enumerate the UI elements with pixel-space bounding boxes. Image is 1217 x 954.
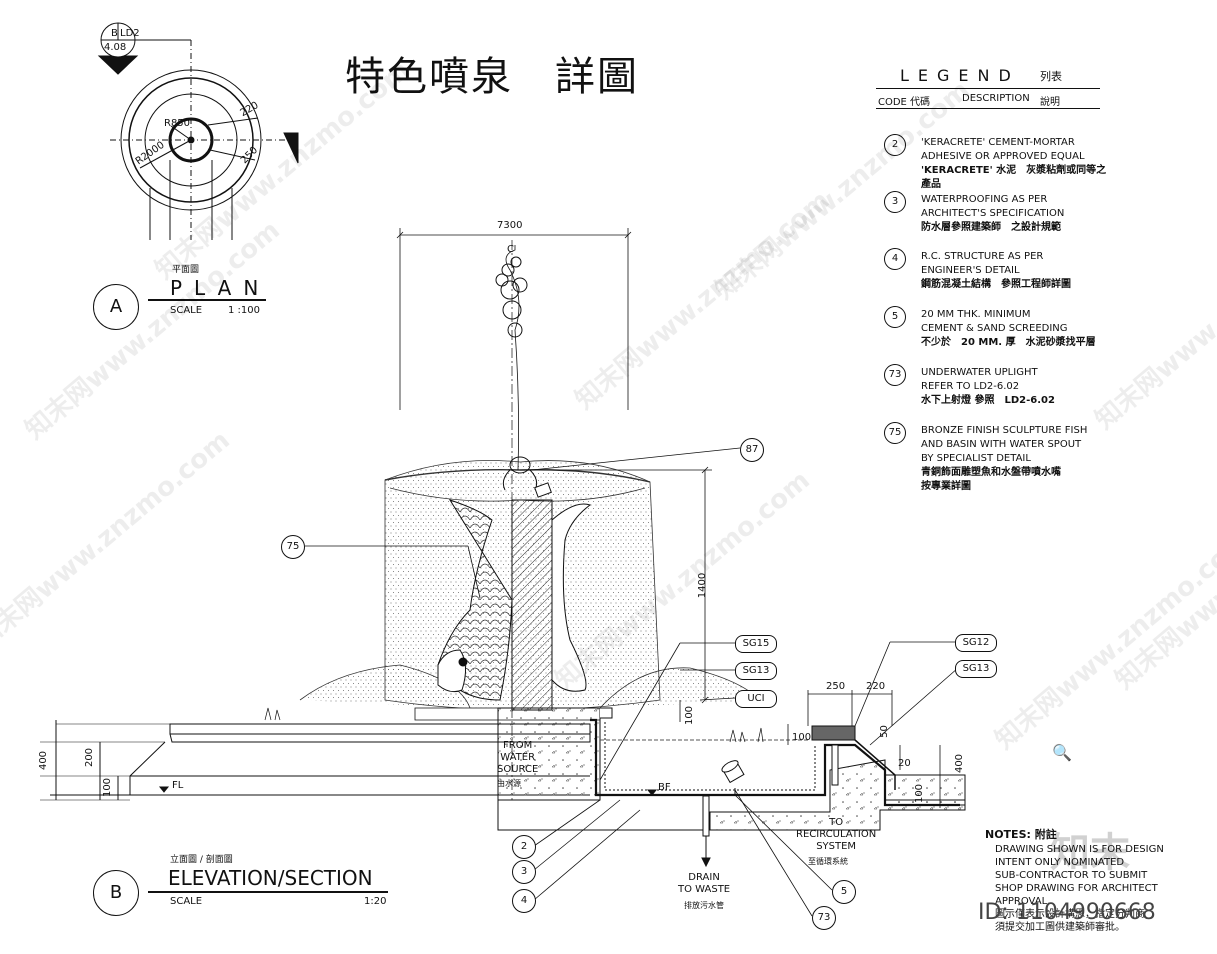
- callout-3: 3: [512, 860, 536, 884]
- watermark-logo: 知末: [1050, 830, 1130, 876]
- callout-73: 73: [812, 906, 836, 930]
- elevation-label-cn: 立面圖 / 剖面圖: [170, 855, 233, 865]
- capsule-sg15: SG15: [735, 635, 777, 653]
- sculpture-column: [437, 240, 592, 800]
- centerline-label: C: [507, 244, 514, 255]
- callout-2: 2: [512, 835, 536, 859]
- legend-code: 73: [884, 364, 906, 386]
- image-id: ID: 1104990668: [978, 900, 1156, 925]
- dim-7300: 7300: [497, 220, 523, 231]
- legend-desc-cn: 青銅飾面雕塑魚和水盤帶噴水嘴 按專業詳圖: [921, 467, 1061, 492]
- dim-basin-100a: 100: [684, 705, 696, 726]
- legend-desc-text: R.C. STRUCTURE AS PER ENGINEER'S DETAIL: [921, 251, 1044, 276]
- legend-rule-bottom: [876, 108, 1100, 109]
- dim-basin-220: 220: [866, 681, 886, 692]
- legend-desc-cn: 不少於 20 MM. 厚 水泥砂漿找平層: [921, 337, 1096, 348]
- dims-top: [396, 228, 712, 704]
- callout-75: 75: [281, 535, 305, 559]
- legend-desc-cn: 防水層參照建築師 之設計規範: [921, 222, 1061, 233]
- legend-code-header: CODE 代碼: [878, 97, 931, 108]
- legend-rule-top: [876, 88, 1100, 89]
- elevation-scale-value: 1:20: [364, 896, 387, 907]
- dim-left-100: 100: [102, 777, 114, 798]
- dim-basin-400: 400: [954, 753, 966, 774]
- legend-desc: BRONZE FINISH SCULPTURE FISH AND BASIN W…: [921, 424, 1087, 494]
- fl-label: FL: [172, 780, 184, 791]
- dim-basin-100b: 100: [792, 732, 812, 743]
- legend-desc-text: 'KERACRETE' CEMENT-MORTAR ADHESIVE OR AP…: [921, 137, 1085, 162]
- plan-scale-label: SCALE: [170, 305, 203, 316]
- capsule-sg13-right: SG13: [955, 660, 997, 678]
- legend-code: 4: [884, 248, 906, 270]
- plan-label-cn: 平面圖: [172, 265, 200, 275]
- notes-title: NOTES: 附註: [985, 828, 1057, 841]
- legend-desc-cn: 'KERACRETE' 水泥 灰漿粘劑或同等之產品: [921, 165, 1107, 190]
- to-recirculation-cn: 至循環系統: [808, 857, 848, 866]
- basin-dims: [679, 690, 941, 808]
- from-water-source-cn: 由水源: [497, 779, 521, 788]
- bf-label: BF: [658, 782, 671, 793]
- legend-code: 3: [884, 191, 906, 213]
- legend-desc: 'KERACRETE' CEMENT-MORTAR ADHESIVE OR AP…: [921, 136, 1114, 192]
- legend-desc-text: UNDERWATER UPLIGHT REFER TO LD2-6.02: [921, 367, 1038, 392]
- legend-desc-cn: 鋼筋混凝土結構 參照工程師詳圖: [921, 279, 1071, 290]
- legend-desc: UNDERWATER UPLIGHT REFER TO LD2-6.02 水下上…: [921, 366, 1055, 408]
- callout-5: 5: [832, 880, 856, 904]
- legend-title-cn: 列表: [1040, 70, 1062, 83]
- callout-87: 87: [740, 438, 764, 462]
- from-water-source-label: FROM WATER SOURCE: [497, 740, 539, 775]
- capsule-uci: UCI: [735, 690, 777, 708]
- legend-desc-header-cn: 說明: [1040, 97, 1060, 108]
- dim-basin-20: 20: [898, 758, 911, 769]
- legend-desc: 20 MM THK. MINIMUM CEMENT & SAND SCREEDI…: [921, 308, 1096, 350]
- legend-desc-cn: 水下上射燈 參照 LD2-6.02: [921, 395, 1055, 406]
- legend-code: 2: [884, 134, 906, 156]
- legend-desc-text: BRONZE FINISH SCULPTURE FISH AND BASIN W…: [921, 425, 1088, 464]
- plan-marker-sheet: LD2: [120, 28, 140, 39]
- elevation-view-circle: B: [93, 870, 139, 916]
- plan-scale-value: 1 :100: [228, 305, 260, 316]
- to-recirculation-label: TO RECIRCULATION SYSTEM: [796, 817, 877, 852]
- drain-to-waste-cn: 排放污水管: [684, 901, 724, 910]
- notes-text: DRAWING SHOWN IS FOR DESIGN INTENT ONLY …: [995, 844, 1164, 933]
- dim-left-200: 200: [84, 747, 96, 768]
- dim-basin-250: 250: [826, 681, 846, 692]
- basin-section: [264, 707, 966, 868]
- dim-left-400: 400: [38, 750, 50, 771]
- dim-basin-50: 50: [878, 725, 890, 738]
- magnify-icon[interactable]: 🔍: [1052, 743, 1072, 762]
- plan-view: [97, 22, 299, 301]
- dim-basin-100c: 100: [914, 783, 926, 804]
- legend-desc: R.C. STRUCTURE AS PER ENGINEER'S DETAIL …: [921, 250, 1071, 292]
- legend-desc-text: WATERPROOFING AS PER ARCHITECT'S SPECIFI…: [921, 194, 1065, 219]
- plan-marker-number: 4.08: [104, 42, 127, 53]
- legend-code: 5: [884, 306, 906, 328]
- plan-marker-letter: B: [111, 28, 118, 39]
- capsule-sg12: SG12: [955, 634, 997, 652]
- callout-4: 4: [512, 889, 536, 913]
- elevation-label: ELEVATION/SECTION: [168, 866, 373, 890]
- leader-lines: [305, 447, 959, 917]
- legend-code: 75: [884, 422, 906, 444]
- legend-desc-header: DESCRIPTION: [962, 93, 1030, 104]
- legend-desc: WATERPROOFING AS PER ARCHITECT'S SPECIFI…: [921, 193, 1064, 235]
- legend-desc-text: 20 MM THK. MINIMUM CEMENT & SAND SCREEDI…: [921, 309, 1068, 334]
- capsule-sg13-left: SG13: [735, 662, 777, 680]
- drain-to-waste-label: DRAIN TO WASTE: [678, 872, 731, 895]
- plan-view-circle: A: [93, 284, 139, 330]
- plan-label: PLAN: [170, 276, 271, 300]
- legend-title: LEGEND: [900, 66, 1020, 85]
- elevation-scale-label: SCALE: [170, 896, 203, 907]
- drawing-title: 特色噴泉 詳圖: [345, 54, 639, 100]
- plan-dim-r850: R850: [164, 118, 191, 129]
